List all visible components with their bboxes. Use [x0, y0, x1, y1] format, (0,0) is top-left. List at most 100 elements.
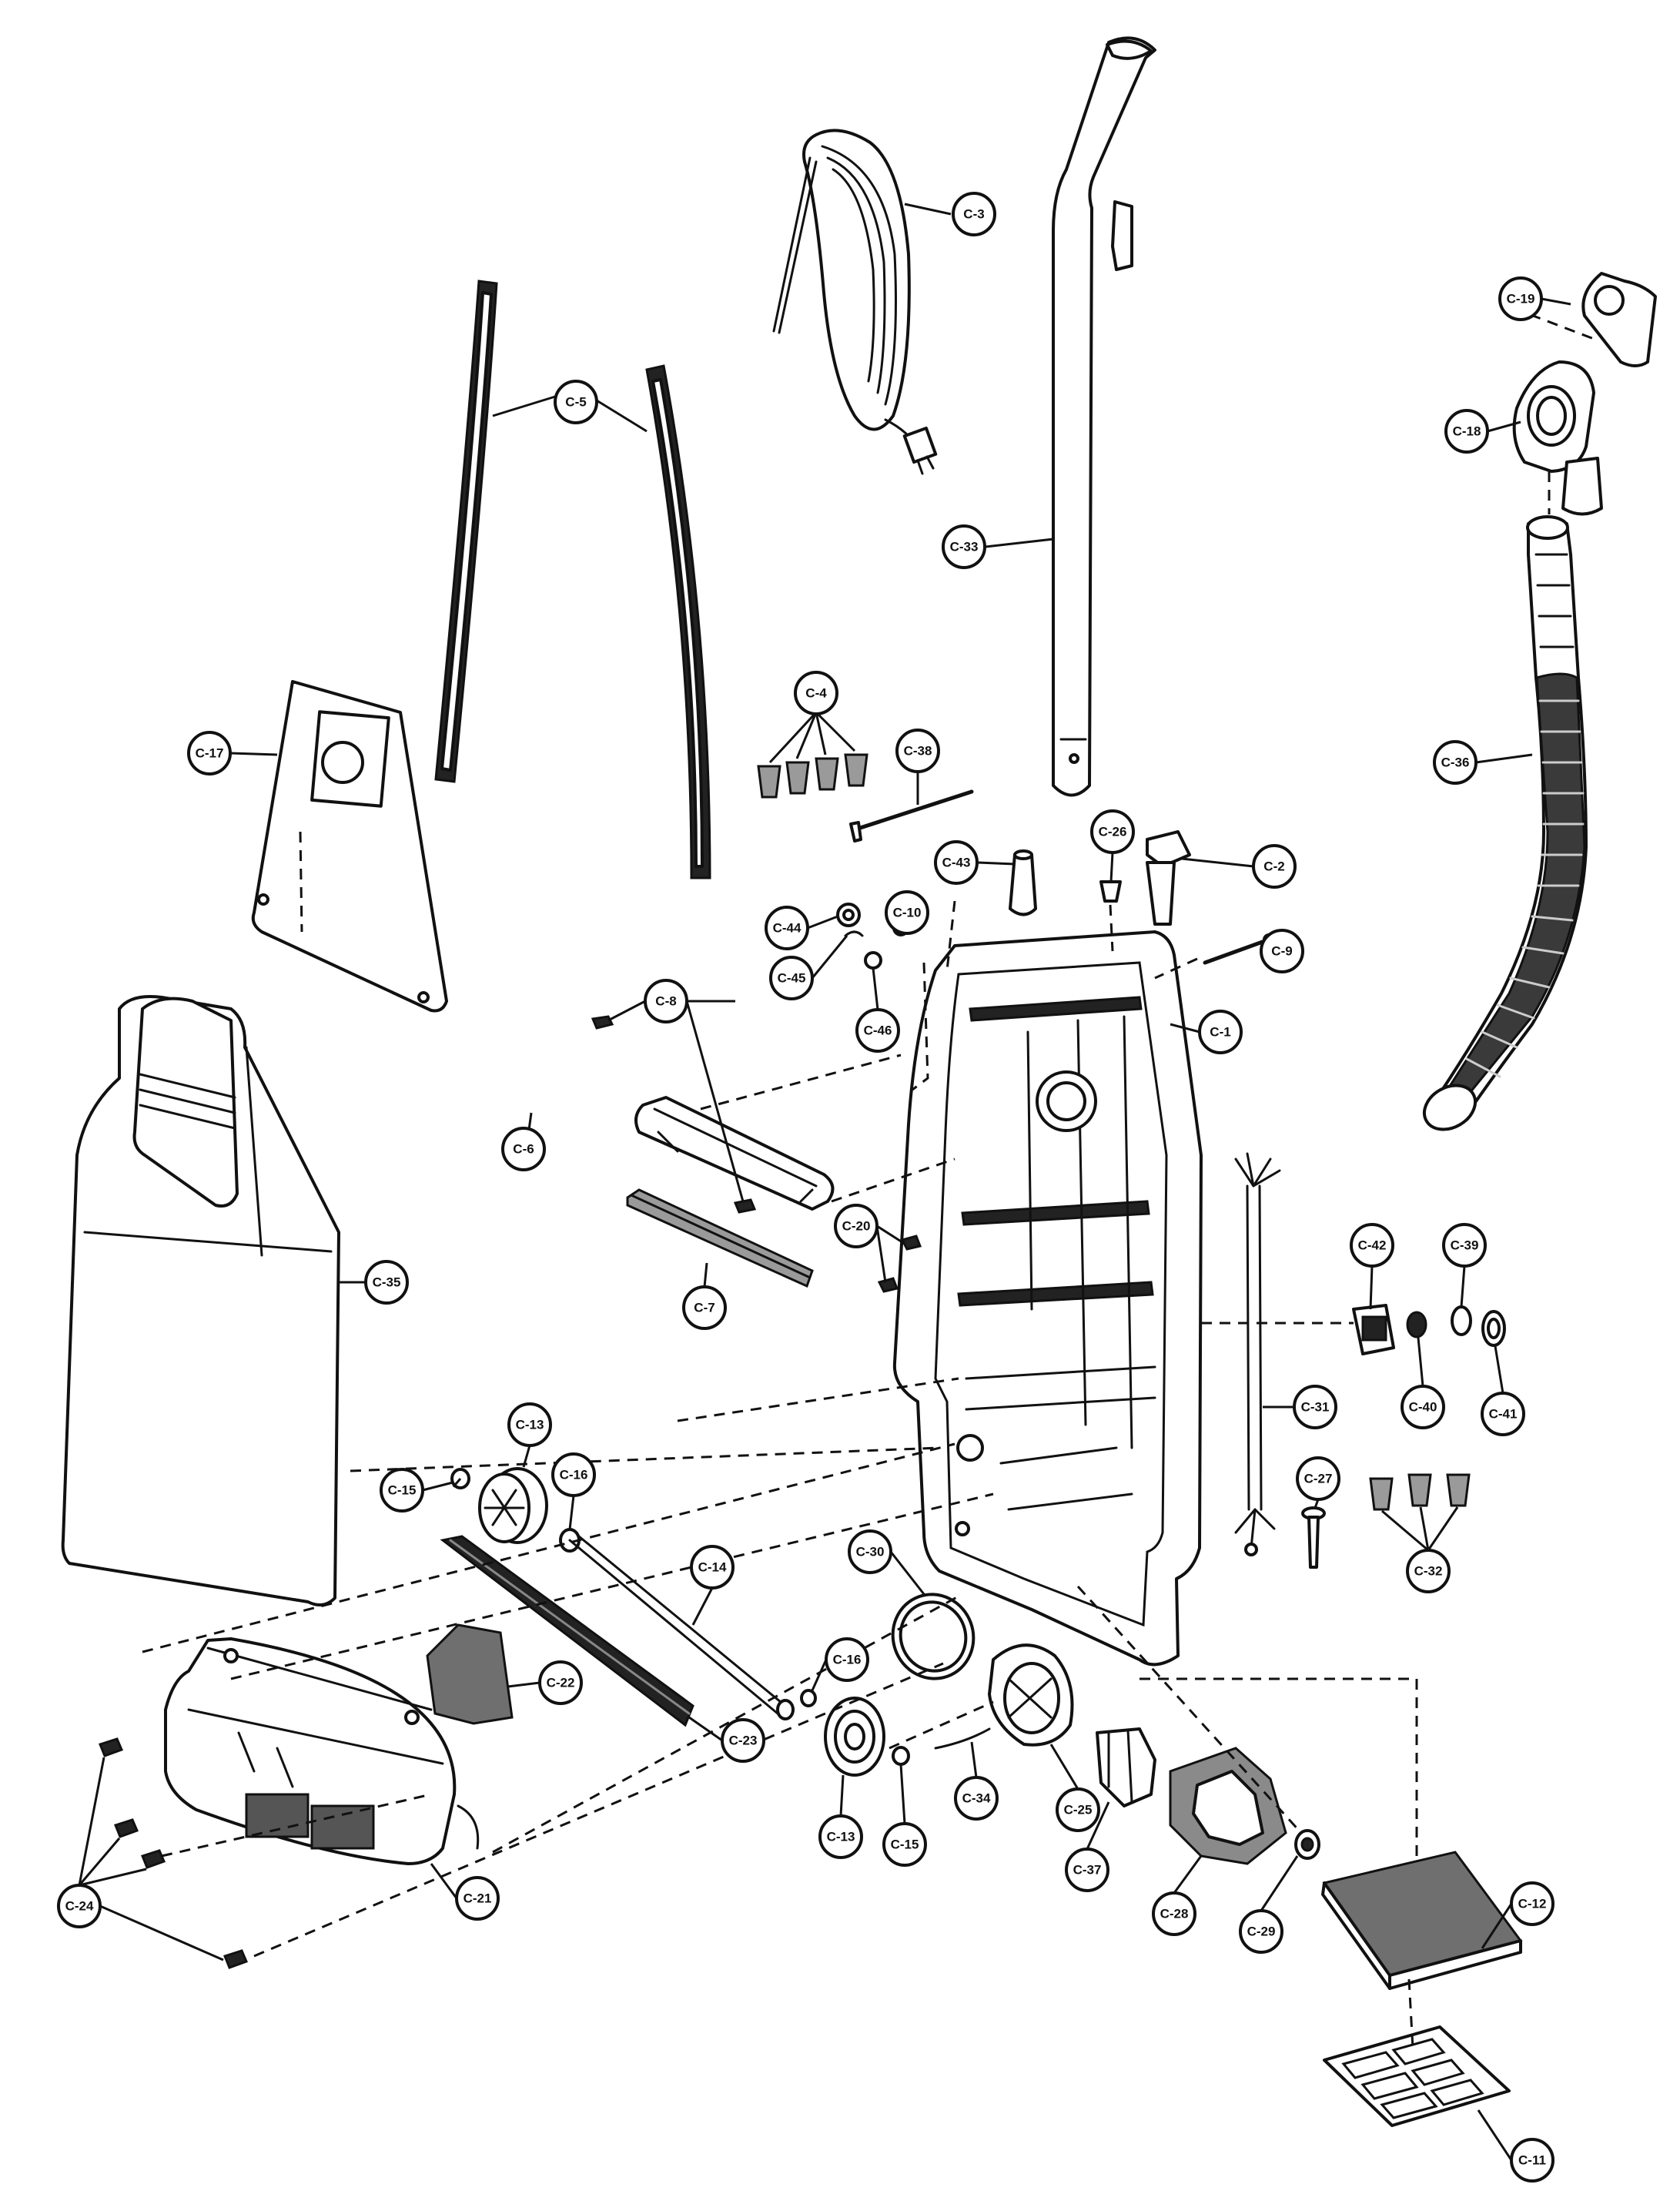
callout-c11: C-11 [1510, 2138, 1555, 2183]
callout-label: C-35 [373, 1275, 401, 1290]
callout-circle [1350, 1223, 1394, 1268]
callout-circle [1152, 1891, 1196, 1936]
callout-c43: C-43 [934, 840, 979, 885]
callout-circle [769, 956, 814, 1000]
callout-c36: C-36 [1433, 740, 1478, 785]
callout-c18: C-18 [1444, 409, 1489, 454]
callout-label: C-19 [1507, 292, 1535, 307]
callout-label: C-34 [962, 1791, 991, 1806]
callout-label: C-45 [778, 971, 806, 986]
callout-label: C-3 [963, 207, 984, 222]
callout-label: C-30 [856, 1545, 885, 1559]
callout-circle [187, 731, 232, 776]
handle-tube-part [1052, 36, 1156, 797]
callout-c29: C-29 [1239, 1909, 1283, 1954]
callout-c23: C-23 [721, 1718, 765, 1763]
callout-label: C-21 [464, 1891, 492, 1906]
assembly-dashed-lines [142, 471, 1551, 2049]
callout-circle [882, 1822, 927, 1867]
exhaust-gasket-parts [1169, 1747, 1320, 1865]
callout-c5: C-5 [554, 380, 598, 424]
callout-circle [1293, 1385, 1337, 1429]
callout-circle [934, 840, 979, 885]
callout-c24: C-24 [57, 1884, 102, 1928]
callout-circle [1510, 1881, 1555, 1926]
callout-c40: C-40 [1401, 1385, 1445, 1429]
switch-assembly-parts [1352, 1304, 1506, 1355]
callout-c46: C-46 [855, 1008, 900, 1053]
callout-c7: C-7 [682, 1285, 727, 1330]
part-callouts: C-3C-19C-18C-5C-33C-4C-38C-17C-36C-43C-2… [57, 192, 1555, 2183]
main-body-frame-part [892, 930, 1203, 1667]
callout-label: C-27 [1304, 1472, 1333, 1486]
callout-c42: C-42 [1350, 1223, 1394, 1268]
callout-label: C-2 [1263, 859, 1284, 874]
callout-label: C-8 [655, 994, 676, 1009]
wire-nut-parts [757, 753, 1471, 1511]
callout-c32: C-32 [1406, 1549, 1451, 1593]
callout-circle [942, 524, 986, 569]
callout-circle [455, 1876, 500, 1921]
callout-circle [1065, 1848, 1109, 1892]
callout-label: C-23 [729, 1734, 758, 1748]
flexible-hose-part [1423, 515, 1588, 1131]
callout-c15b: C-15 [882, 1822, 927, 1867]
callout-circle [57, 1884, 102, 1928]
callout-c6: C-6 [501, 1127, 546, 1171]
callout-circle [1406, 1549, 1451, 1593]
callout-label: C-46 [864, 1023, 892, 1038]
callout-label: C-39 [1451, 1238, 1479, 1253]
callout-label: C-11 [1518, 2153, 1546, 2168]
callout-circle [364, 1260, 409, 1305]
callout-c45: C-45 [769, 956, 814, 1000]
callout-c30: C-30 [848, 1529, 892, 1574]
callout-circle [794, 671, 838, 715]
callout-label: C-17 [196, 746, 224, 761]
callout-c27: C-27 [1296, 1456, 1340, 1501]
callout-circle [551, 1452, 596, 1497]
callout-circle [644, 979, 688, 1023]
callout-label: C-14 [698, 1560, 727, 1575]
callout-circle [1090, 809, 1135, 854]
callout-c8: C-8 [644, 979, 688, 1023]
callout-circle [721, 1718, 765, 1763]
callout-label: C-32 [1414, 1564, 1443, 1579]
callout-label: C-33 [950, 540, 979, 554]
callout-circle [1401, 1385, 1445, 1429]
callout-c44: C-44 [765, 906, 809, 950]
wire-harness-part [1234, 1152, 1281, 1556]
callout-c20: C-20 [834, 1204, 878, 1248]
callout-c33: C-33 [942, 524, 986, 569]
power-cord-part [772, 129, 938, 475]
callout-c21: C-21 [455, 1876, 500, 1921]
upper-bracket-part [591, 1015, 922, 1293]
callout-label: C-25 [1064, 1803, 1093, 1817]
callout-circle [1296, 1456, 1340, 1501]
callout-circle [554, 380, 598, 424]
callout-c15a: C-15 [380, 1468, 424, 1513]
filter-pad-part [426, 1623, 514, 1725]
callout-circle [1510, 2138, 1555, 2183]
callout-c4: C-4 [794, 671, 838, 715]
callout-circle [1498, 276, 1543, 321]
callout-label: C-31 [1301, 1400, 1330, 1415]
callout-label: C-43 [942, 856, 971, 870]
callout-label: C-41 [1489, 1407, 1518, 1422]
callout-c1: C-1 [1198, 1010, 1243, 1054]
callout-circle [1252, 844, 1297, 889]
callout-c12: C-12 [1510, 1881, 1555, 1926]
callout-c9: C-9 [1260, 929, 1304, 973]
callout-label: C-20 [842, 1219, 871, 1234]
callout-label: C-37 [1073, 1863, 1102, 1878]
callout-label: C-22 [547, 1676, 575, 1690]
callout-label: C-29 [1247, 1925, 1276, 1939]
callout-label: C-28 [1160, 1907, 1189, 1921]
bolt-part [1301, 1506, 1326, 1569]
callout-c19: C-19 [1498, 276, 1543, 321]
callout-label: C-9 [1271, 944, 1292, 959]
bag-retainer-strips-part [434, 280, 711, 879]
callout-circle [848, 1529, 892, 1574]
callout-circle [855, 1008, 900, 1053]
front-cover-part [61, 995, 340, 1606]
callout-c13a: C-13 [507, 1402, 552, 1447]
